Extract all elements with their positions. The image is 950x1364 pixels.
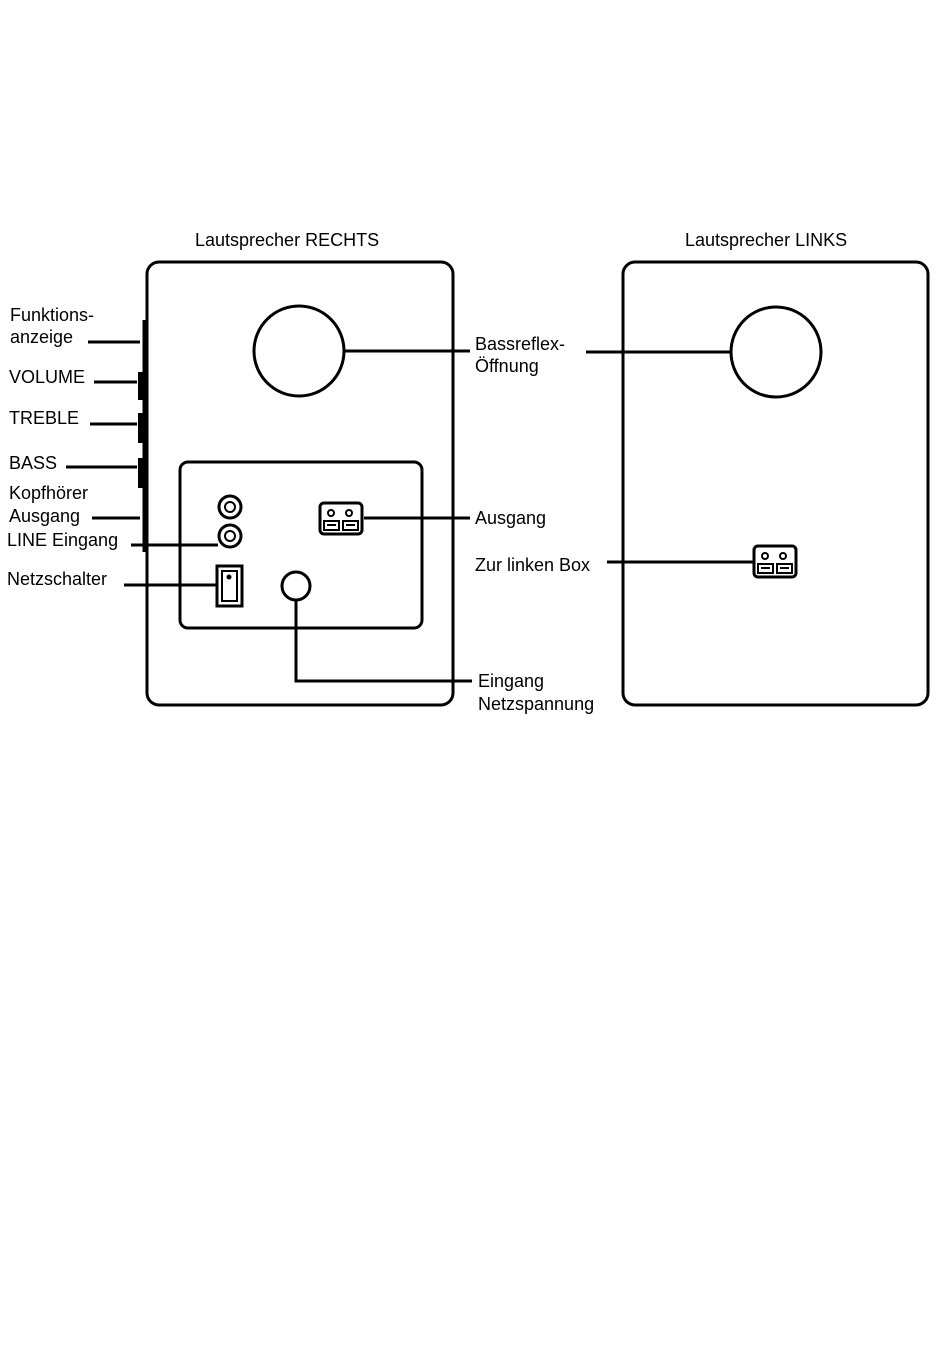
leader-eingang-netz xyxy=(296,600,472,681)
label-volume: VOLUME xyxy=(9,367,85,387)
label-bass: BASS xyxy=(9,453,57,473)
label-funktionsanzeige-1: Funktions- xyxy=(10,305,94,325)
rca-jack-top xyxy=(219,496,241,518)
label-funktionsanzeige-2: anzeige xyxy=(10,327,73,347)
label-kopfhoerer-2: Ausgang xyxy=(9,506,80,526)
power-switch xyxy=(217,566,242,606)
label-eingang-netz-1: Eingang xyxy=(478,671,544,691)
label-bassreflex-2: Öffnung xyxy=(475,356,539,376)
volume-knob xyxy=(138,372,144,400)
speaker-right-cabinet xyxy=(147,262,453,705)
bassreflex-port-left xyxy=(731,307,821,397)
power-input-socket xyxy=(282,572,310,600)
speaker-right-title: Lautsprecher RECHTS xyxy=(195,230,379,250)
label-netzschalter: Netzschalter xyxy=(7,569,107,589)
label-line-eingang: LINE Eingang xyxy=(7,530,118,550)
bass-knob xyxy=(138,458,144,488)
label-bassreflex-1: Bassreflex- xyxy=(475,334,565,354)
label-zur-linken-box: Zur linken Box xyxy=(475,555,590,575)
input-terminal-left xyxy=(754,546,796,577)
label-treble: TREBLE xyxy=(9,408,79,428)
rca-jack-line-in xyxy=(219,525,241,547)
treble-knob xyxy=(138,413,144,443)
label-kopfhoerer-1: Kopfhörer xyxy=(9,483,88,503)
label-ausgang: Ausgang xyxy=(475,508,546,528)
speaker-left-cabinet xyxy=(623,262,928,705)
speaker-left: Lautsprecher LINKS Zur linken Box xyxy=(475,230,928,705)
speaker-left-title: Lautsprecher LINKS xyxy=(685,230,847,250)
bassreflex-port-right xyxy=(254,306,344,396)
label-eingang-netz-2: Netzspannung xyxy=(478,694,594,714)
output-terminal xyxy=(320,503,362,534)
speaker-right: Lautsprecher RECHTS xyxy=(7,230,594,714)
